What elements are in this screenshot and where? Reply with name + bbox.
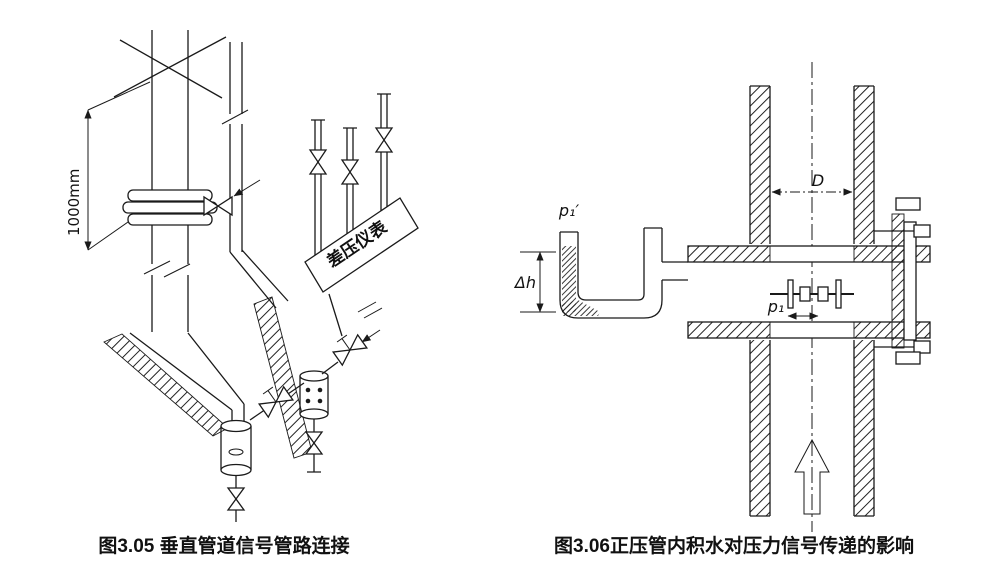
valve-icon-diagonal-upper [331, 333, 369, 367]
pipe-break-gap-2 [146, 264, 192, 275]
pot-right-drain [307, 454, 321, 473]
valve-icon-top-2 [340, 159, 360, 185]
instrument-box [304, 197, 419, 293]
valve-icon-top-1 [308, 149, 328, 175]
condensate-pot-right [299, 370, 329, 420]
valve-icon-diagonal-lower [257, 385, 295, 419]
pipe-break-tick [221, 109, 249, 125]
p1-label: p₁ [767, 297, 785, 316]
delta-h-label: Δh [513, 273, 536, 292]
valve-icon-below-pot-left [226, 487, 246, 511]
condensate-pot-left [220, 419, 252, 477]
hatched-wedge-left [103, 333, 229, 437]
flow-arrow [794, 438, 830, 515]
valve-icon-top-3 [374, 127, 394, 153]
leader-arrow [233, 179, 261, 197]
instrument-pipes [314, 152, 388, 256]
signal-tube [559, 227, 688, 319]
pipe-stub-2 [343, 127, 357, 160]
diagonal-pipe [229, 249, 289, 309]
pipe-break-cross [113, 36, 227, 99]
dimension-label: 1000mm [65, 169, 83, 236]
pipe-break-gap [224, 114, 248, 124]
main-pipe [151, 30, 189, 332]
orifice-fitting [770, 279, 854, 309]
leader-arrow-2 [361, 329, 381, 343]
figure-305: 1000mm [65, 30, 419, 557]
funnel-left [129, 332, 245, 424]
pipe-bottom-section [749, 340, 875, 517]
secondary-pipe [229, 42, 243, 252]
p1-prime-label: p₁′ [558, 201, 580, 220]
pipe-top-section [749, 85, 875, 244]
caption-figure-305: 图3.05 垂直管道信号管路连接 [98, 534, 349, 557]
flange-assembly [122, 189, 218, 226]
box-link-lines [321, 293, 343, 375]
pipe-break-tick-3 [357, 301, 383, 319]
valve-icon-flange-side [203, 195, 233, 217]
right-flange-bolts [874, 197, 931, 365]
water-height-dimension: Δh [513, 251, 556, 313]
pipe-break-tick-2 [143, 260, 191, 278]
pipe-stub-1 [311, 119, 325, 150]
figure-306: D p₁ [513, 62, 931, 557]
pipe-stub-3 [377, 93, 391, 128]
flange-plates [687, 245, 931, 339]
trapped-water [562, 246, 576, 312]
diameter-label: D [812, 171, 824, 190]
caption-figure-306: 图3.06正压管内积水对压力信号传递的影响 [554, 534, 914, 557]
extension-lines [87, 81, 151, 251]
dimension-1000mm: 1000mm [65, 81, 151, 251]
trapped-water-bend [562, 300, 600, 316]
